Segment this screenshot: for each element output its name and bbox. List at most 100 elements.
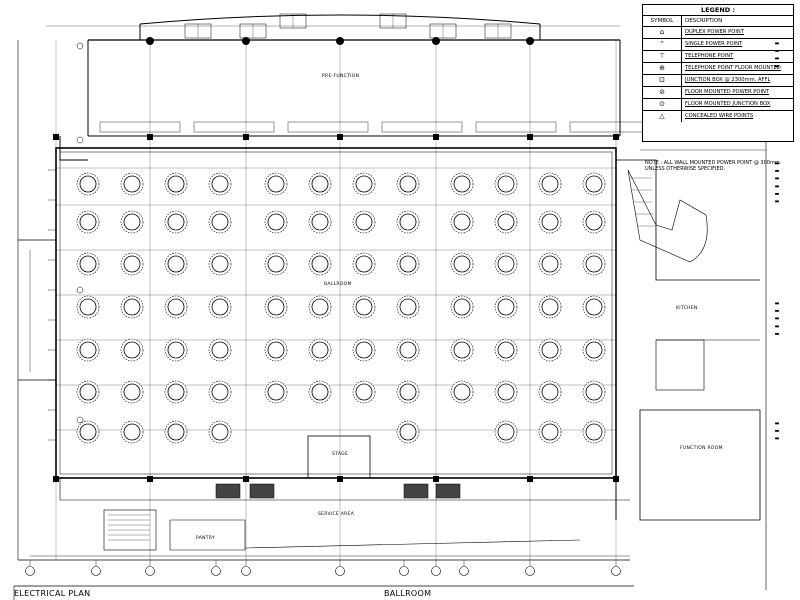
concealed-wire-icon: △ (643, 111, 682, 122)
banquet-table (208, 338, 232, 362)
legend-description: SINGLE POWER POINT (685, 40, 743, 47)
banquet-table (538, 380, 562, 404)
legend-row: ⊤TELEPHONE POINT (643, 51, 793, 63)
banquet-table (164, 210, 188, 234)
table-top (541, 423, 559, 441)
table-top (211, 341, 229, 359)
grid-bubble (525, 566, 535, 576)
legend-description-header: DESCRIPTION (685, 18, 723, 24)
table-top (355, 298, 373, 316)
grid-bubble (145, 566, 155, 576)
banquet-table (164, 295, 188, 319)
banquet-table (120, 420, 144, 444)
table-top (541, 255, 559, 273)
banquet-table (352, 338, 376, 362)
banquet-table (208, 252, 232, 276)
banquet-table (76, 172, 100, 196)
grid-bubble (459, 566, 469, 576)
column (147, 476, 153, 482)
legend-description: TELEPHONE POINT FLOOR MOUNTED (685, 64, 781, 71)
banquet-table (582, 252, 606, 276)
table-top (355, 213, 373, 231)
column (613, 476, 619, 482)
table-top (79, 423, 97, 441)
legend-row: ⊘FLOOR MOUNTED POWER POINT (643, 87, 793, 99)
banquet-table (120, 210, 144, 234)
banquet-table (76, 420, 100, 444)
table-top (585, 175, 603, 193)
table-top (123, 341, 141, 359)
banquet-table (120, 338, 144, 362)
banquet-table (120, 252, 144, 276)
banquet-table (208, 210, 232, 234)
table-top (167, 341, 185, 359)
table-top (399, 298, 417, 316)
table-top (541, 298, 559, 316)
grid-bubble (76, 416, 84, 424)
banquet-table (308, 380, 332, 404)
table-top (311, 383, 329, 401)
banquet-table (308, 295, 332, 319)
table-top (585, 298, 603, 316)
legend-description: CONCEALED WIRE POINTS (685, 112, 754, 119)
service-counter (403, 483, 429, 499)
table-top (497, 175, 515, 193)
table-top (585, 255, 603, 273)
table-top (311, 255, 329, 273)
banquet-table (538, 295, 562, 319)
banquet-table (450, 295, 474, 319)
legend-row: ⊕TELEPHONE POINT FLOOR MOUNTED (643, 63, 793, 75)
banquet-table (164, 420, 188, 444)
banquet-table (308, 210, 332, 234)
column (527, 476, 533, 482)
banquet-table (208, 295, 232, 319)
column (613, 134, 619, 140)
table-top (453, 175, 471, 193)
column (243, 134, 249, 140)
banquet-table (494, 210, 518, 234)
table-top (541, 341, 559, 359)
banquet-table (538, 420, 562, 444)
table-top (585, 341, 603, 359)
banquet-table (164, 380, 188, 404)
banquet-table (494, 295, 518, 319)
banquet-table (494, 380, 518, 404)
telephone-point-icon: ⊤ (643, 51, 682, 62)
table-top (79, 383, 97, 401)
legend-row: ⊙FLOOR MOUNTED JUNCTION BOX (643, 99, 793, 111)
banquet-table (264, 252, 288, 276)
pantry-label: PANTRY (196, 536, 216, 541)
wall-panel (99, 121, 181, 133)
banquet-table (164, 252, 188, 276)
banquet-table (538, 210, 562, 234)
grid-bubble (91, 566, 101, 576)
wall-panel (569, 121, 651, 133)
banquet-table (396, 380, 420, 404)
banquet-table (396, 295, 420, 319)
legend-description: DUPLEX POWER POINT (685, 28, 744, 35)
table-top (79, 341, 97, 359)
column (146, 37, 154, 45)
column (432, 37, 440, 45)
single-power-point-icon: ⌃ (643, 39, 682, 50)
table-top (399, 341, 417, 359)
table-top (497, 423, 515, 441)
column (526, 37, 534, 45)
banquet-table (76, 380, 100, 404)
legend-rows: ⌂DUPLEX POWER POINT⌃SINGLE POWER POINT⊤T… (643, 27, 793, 122)
banquet-table (450, 252, 474, 276)
junction-box-icon: ⊡ (643, 75, 682, 86)
legend-description: FLOOR MOUNTED POWER POINT (685, 88, 770, 95)
banquet-table (582, 420, 606, 444)
banquet-table (264, 172, 288, 196)
banquet-table (450, 172, 474, 196)
table-top (453, 383, 471, 401)
table-top (211, 255, 229, 273)
table-top (585, 423, 603, 441)
wall-panel (475, 121, 557, 133)
grid-bubble (76, 42, 84, 50)
grid-bubble (335, 566, 345, 576)
grid-bubble (399, 566, 409, 576)
legend-table: LEGEND : SYMBOL DESCRIPTION ⌂DUPLEX POWE… (642, 4, 794, 142)
